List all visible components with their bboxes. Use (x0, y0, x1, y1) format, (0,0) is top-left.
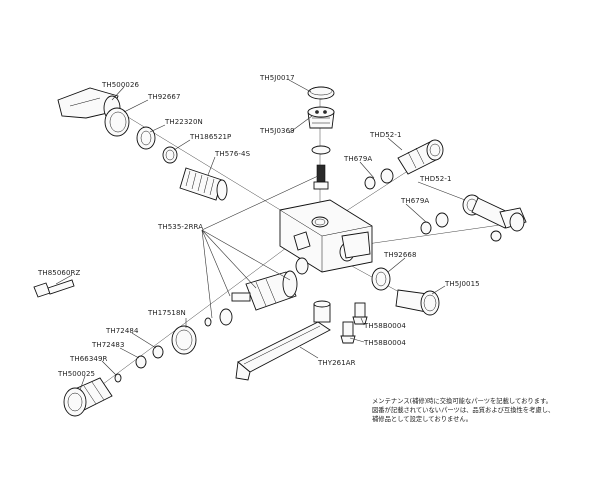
note-line-3: 補修品として設定しておりません。 (372, 416, 472, 423)
note-line-1: メンテナンス(補修)時に交換可能なパーツを記載しております。 (372, 398, 552, 405)
oring-head (311, 145, 331, 155)
label-th500026: TH500026 (101, 81, 140, 89)
ring-th92667 (104, 107, 130, 137)
ring-th92668 (371, 267, 391, 291)
leader-lines (55, 79, 466, 391)
knob-th500025 (63, 377, 113, 417)
ring-th72484 (152, 345, 164, 359)
label-th72484: TH72484 (105, 327, 139, 335)
label-th5j0015: TH5J0015 (444, 280, 480, 288)
label-th92667: TH92667 (147, 93, 181, 101)
spout-thy261ar (235, 300, 331, 381)
label-th500025: TH500025 (57, 370, 95, 378)
note-line-2: 図番が記載されていないパーツは、品質および互換性を考慮し、 (372, 407, 555, 414)
ring-th17518n (171, 325, 197, 355)
maintenance-note: メンテナンス(補修)時に交換可能なパーツを記載しております。 図番が記載されてい… (372, 397, 592, 424)
label-th679a-top: TH679A (343, 155, 372, 163)
part-labels: TH500026 TH92667 TH22320N TH186521P TH57… (37, 74, 480, 378)
check-valve-th58b0004 (340, 302, 368, 344)
main-valve-body (279, 199, 373, 275)
cartridge-th576-4s (179, 167, 228, 201)
ring-th22320n (136, 126, 156, 150)
label-thd52-1-top: THD52-1 (369, 131, 402, 139)
label-th58b0004-b: TH58B0004 (363, 339, 406, 347)
label-th535-2rra: TH535-2RRA (157, 223, 203, 231)
ring-th186521p (162, 146, 178, 164)
label-th85060rz: TH85060RZ (37, 269, 80, 277)
ring-th679a-mid (420, 212, 449, 235)
label-th22320n: TH22320N (164, 118, 203, 126)
fitting-thd52-1-top (397, 139, 444, 175)
handle-th5j0015 (395, 289, 440, 316)
label-th5j0017: TH5J0017 (259, 74, 295, 82)
fitting-thd52-1-mid (462, 194, 527, 242)
label-th58b0004-a: TH58B0004 (363, 322, 406, 330)
label-th72483: TH72483 (91, 341, 125, 349)
cap-th5j0017 (307, 86, 335, 100)
cartridge-th535-2rra (204, 270, 298, 327)
spindle (313, 164, 329, 190)
label-th576-4s: TH576-4S (214, 150, 251, 158)
ring-th72483 (135, 355, 147, 369)
label-th66349r: TH66349R (69, 355, 108, 363)
ring-th679a-top (364, 168, 394, 190)
label-thd52-1-mid: THD52-1 (419, 175, 452, 183)
label-th5j0369: TH5J0369 (259, 127, 295, 135)
label-th92668: TH92668 (383, 251, 417, 259)
label-th17518n: TH17518N (147, 309, 186, 317)
label-th679a-mid: TH679A (400, 197, 429, 205)
label-th186521p: TH186521P (189, 133, 231, 141)
label-thy261ar: THY261AR (317, 359, 356, 367)
key-th85060rz (33, 279, 75, 298)
ring-th66349r (114, 373, 122, 383)
valve-head-th5j0369 (307, 106, 335, 129)
